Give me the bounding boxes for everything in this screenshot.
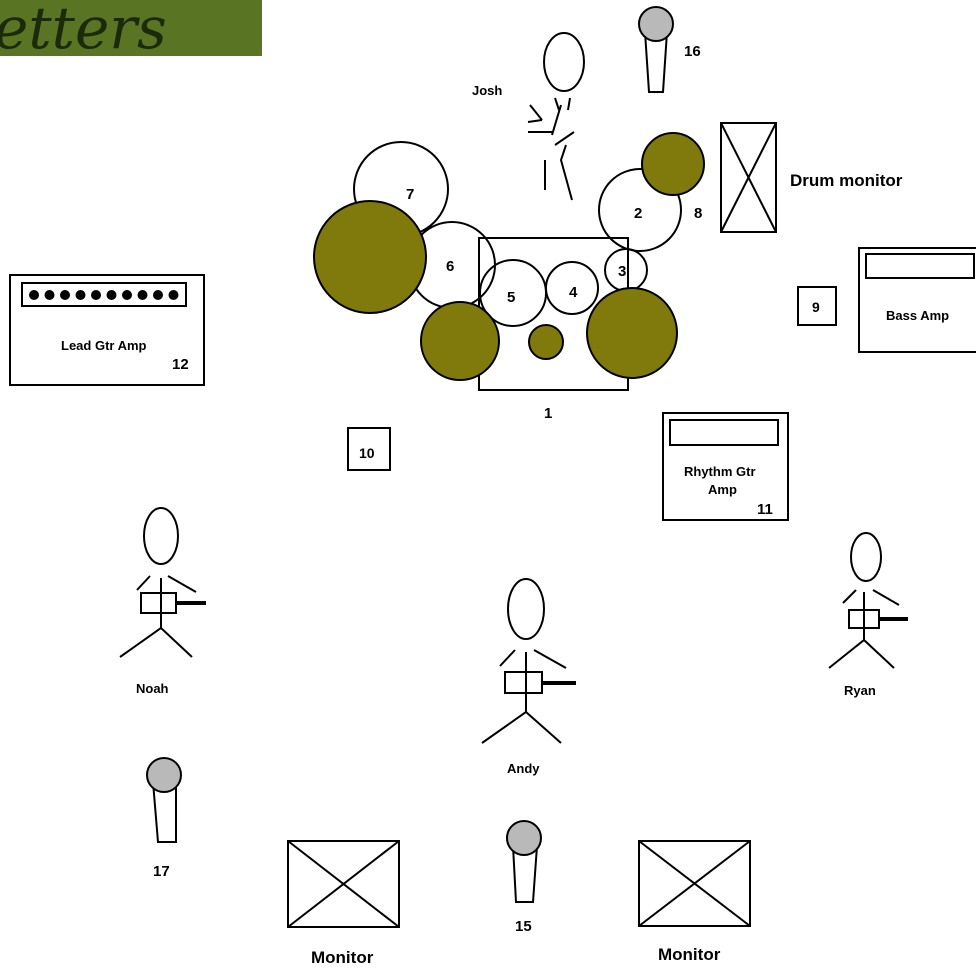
drum-4 xyxy=(545,261,599,315)
monitor-left: Monitor xyxy=(287,840,400,967)
cymbal-small xyxy=(528,324,564,360)
speaker-dot xyxy=(106,290,117,300)
drum-2 xyxy=(598,168,682,252)
drum-8-label: 8 xyxy=(694,205,702,222)
drum-2-label: 2 xyxy=(634,205,642,222)
bassist-ryan: Ryan xyxy=(828,532,908,698)
speaker-dot xyxy=(60,290,70,300)
mic-16-label: 16 xyxy=(684,43,701,60)
monitor-right: Monitor xyxy=(638,840,751,964)
drum-3-label: 3 xyxy=(618,263,626,280)
rhythm-amp-label-2: Amp xyxy=(708,482,737,497)
cymbal-8 xyxy=(641,132,705,196)
bass-amp: Bass Amp xyxy=(858,247,976,353)
monitor-right-label: Monitor xyxy=(658,945,721,964)
microphone-16: 16 xyxy=(638,6,701,93)
box-10: 10 xyxy=(347,427,391,471)
logo: etters xyxy=(0,0,262,62)
rhythm-guitar-amp: Rhythm Gtr Amp 11 xyxy=(662,412,789,521)
speaker-dot xyxy=(44,290,55,300)
drum-kit-number: 1 xyxy=(544,405,552,422)
andy-label: Andy xyxy=(507,761,540,776)
guitarist-noah: Noah xyxy=(119,507,206,696)
speaker-dot xyxy=(137,290,148,300)
mic-17-label: 17 xyxy=(153,863,170,880)
vocalist-andy: Andy xyxy=(481,578,576,776)
bass-amp-label: Bass Amp xyxy=(886,308,949,323)
cymbal-lower-left xyxy=(420,301,500,381)
lead-amp-label: Lead Gtr Amp xyxy=(61,338,147,353)
speaker-dot xyxy=(91,290,101,300)
rhythm-amp-label-1: Rhythm Gtr xyxy=(684,464,756,479)
monitor-left-label: Monitor xyxy=(311,948,374,967)
speaker-dots xyxy=(29,290,179,300)
speaker-dot xyxy=(168,290,179,300)
speaker-dot xyxy=(122,290,132,300)
josh-label: Josh xyxy=(472,83,502,98)
speaker-dot xyxy=(29,290,39,300)
cymbal-left xyxy=(313,200,427,314)
microphone-17: 17 xyxy=(146,757,182,880)
logo-background xyxy=(0,0,262,56)
speaker-dot xyxy=(153,290,163,300)
drum-kit: 7 6 5 4 3 2 8 1 xyxy=(313,132,705,422)
drum-7-label: 7 xyxy=(406,186,414,203)
svg-text:9: 9 xyxy=(812,299,820,315)
svg-text:10: 10 xyxy=(359,445,375,461)
cymbal-lower-right xyxy=(586,287,678,379)
box-9: 9 xyxy=(797,286,837,326)
microphone-15: 15 xyxy=(506,820,542,935)
speaker-dot xyxy=(75,290,86,300)
noah-label: Noah xyxy=(136,681,169,696)
rhythm-amp-number: 11 xyxy=(757,501,773,518)
drum-6-label: 6 xyxy=(446,258,454,275)
ryan-label: Ryan xyxy=(844,683,876,698)
drum-monitor-label: Drum monitor xyxy=(790,171,903,190)
lead-guitar-amp: Lead Gtr Amp 12 xyxy=(9,274,205,386)
mic-15-label: 15 xyxy=(515,918,532,935)
drum-4-label: 4 xyxy=(569,284,578,301)
drum-monitor: Drum monitor xyxy=(720,122,903,233)
logo-text: etters xyxy=(0,0,167,62)
drummer-josh: Josh xyxy=(472,32,585,201)
drum-5-label: 5 xyxy=(507,289,515,306)
lead-amp-number: 12 xyxy=(172,356,189,373)
